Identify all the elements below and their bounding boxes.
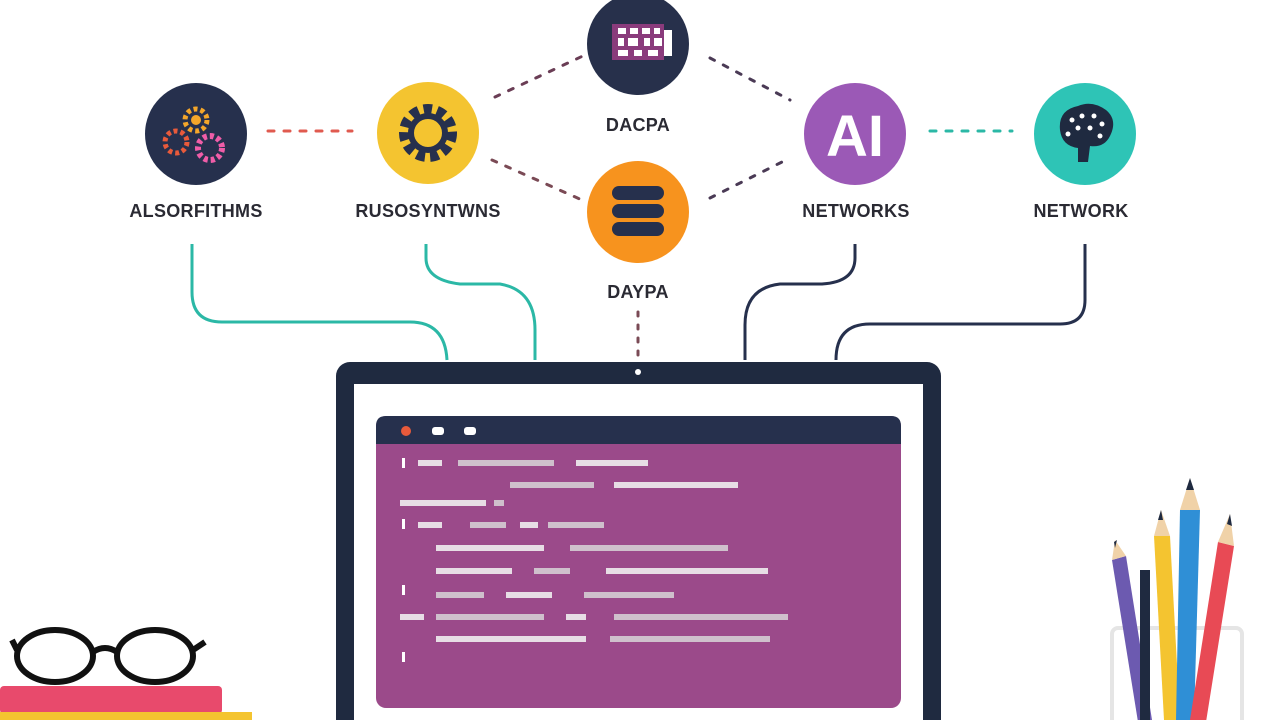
database-icon [612,186,664,236]
glasses-icon [9,627,207,685]
node-data-top [587,0,689,95]
node-systems [377,82,479,184]
brain-icon [1059,103,1114,162]
connector-datamiddle-ai [708,156,792,200]
label-network: NETWORK [1033,201,1129,221]
code-window [376,416,901,708]
label-systems: RUSOSYNTWNS [355,201,501,221]
minimize-dot [432,427,444,435]
connector-systems-datamiddle [490,158,584,202]
wire-network [834,244,1087,361]
ai-icon: AI [826,104,884,169]
connector-datatop-ai [708,56,792,102]
pencil-cup [1110,478,1244,720]
gear-icon [399,104,457,162]
books-stack [0,686,252,720]
wire-ai [743,244,857,360]
gears-icon [162,106,225,163]
pencil-blue [1176,478,1200,720]
label-data-middle: DAYPA [607,282,669,302]
wire-systems [424,244,537,360]
label-algorithms: ALSORFITHMS [129,201,263,221]
maximize-dot [464,427,476,435]
node-network [1034,83,1136,185]
node-ai: AI [804,83,906,185]
close-dot [401,426,411,436]
data-grid-icon [612,24,672,60]
pencil-red [1190,514,1234,720]
monitor [336,362,941,720]
label-data-top: DACPA [605,115,671,135]
pencil-navy [1140,570,1150,720]
code-lines [400,458,788,662]
label-ai: NETWORKS [802,201,910,221]
node-data-middle [587,161,689,263]
connector-systems-datatop [493,53,587,99]
pencil-yellow [1154,510,1180,720]
node-algorithms [145,83,247,185]
wire-algorithms [190,244,449,361]
